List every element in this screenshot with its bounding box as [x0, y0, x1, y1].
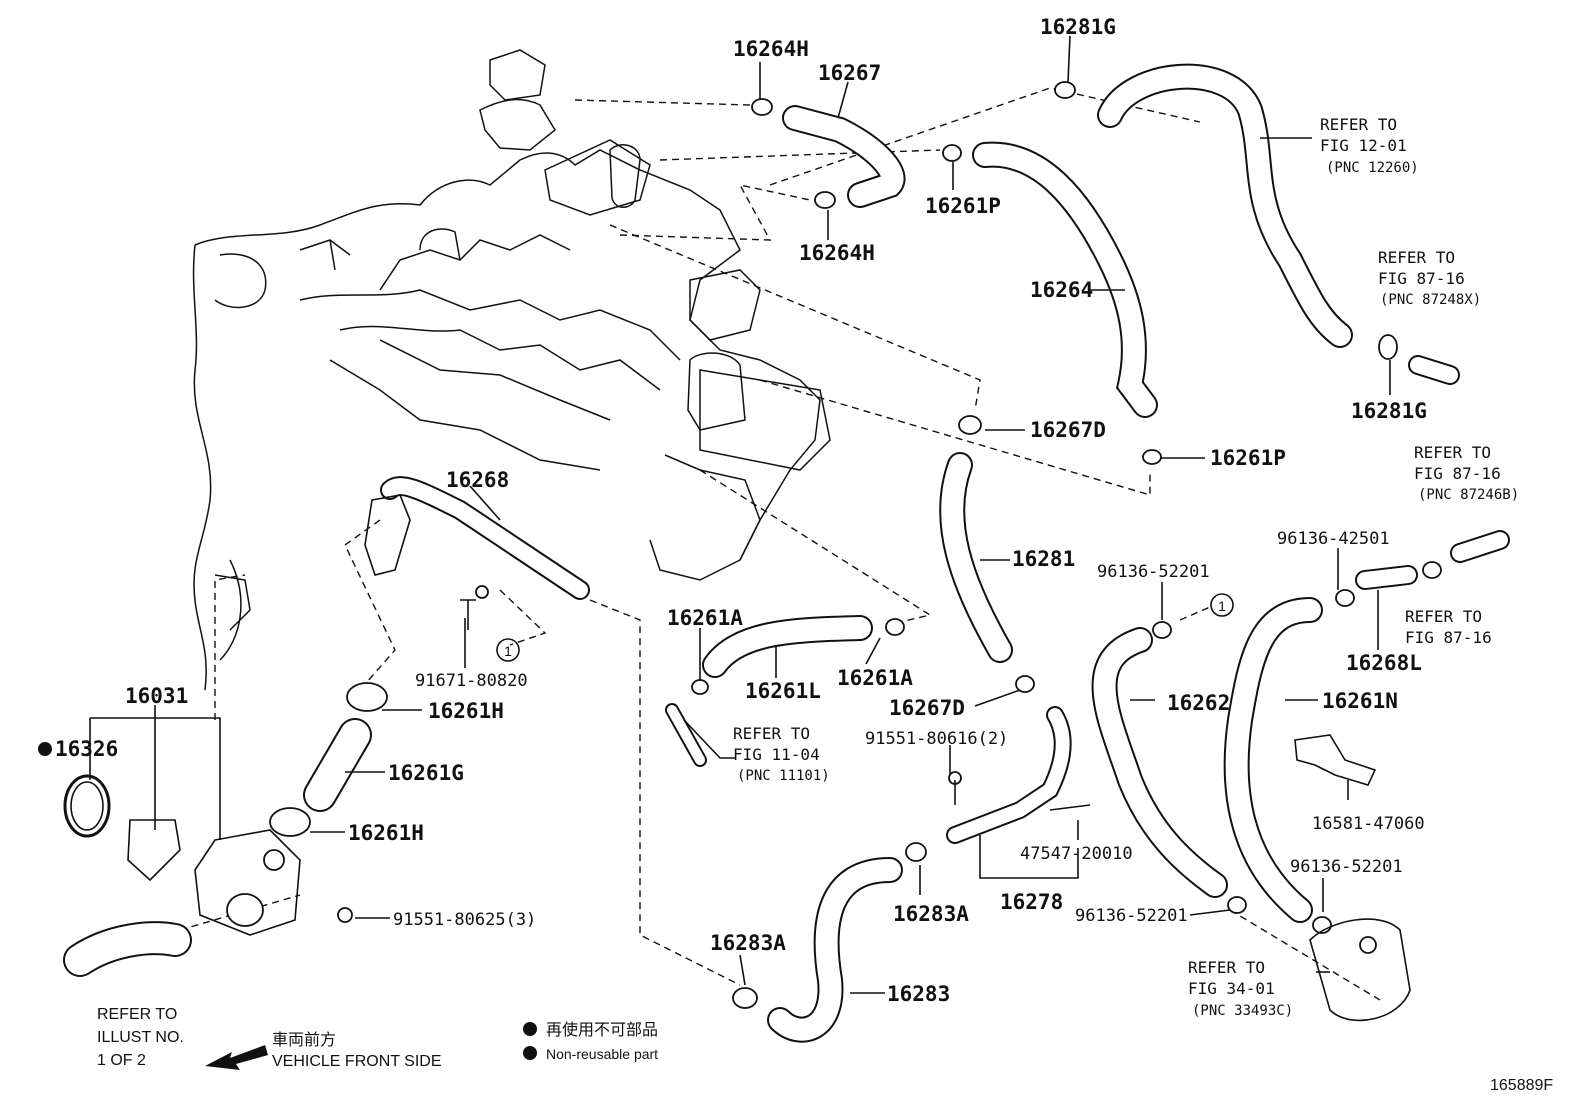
ref2-line3: (PNC 87248X): [1380, 292, 1481, 308]
label-16261H-bot: 16261H: [348, 821, 424, 845]
label-96136-42501: 96136-42501: [1277, 529, 1390, 549]
hose-12260: [1097, 63, 1353, 348]
label-16267D-bot: 16267D: [889, 696, 965, 720]
ref1-line2: FIG 12-01: [1320, 136, 1407, 155]
hose-16264: [972, 141, 1158, 418]
ref5-line1: REFER TO: [733, 724, 810, 743]
non-reusable-dot-icon: [38, 742, 52, 756]
ref1-line1: REFER TO: [1320, 115, 1397, 134]
hose-16261L: [702, 615, 873, 678]
engine-block-outline: [192, 49, 831, 691]
label-16261G: 16261G: [388, 761, 464, 785]
label-16264: 16264: [1030, 278, 1093, 302]
legend-jp: 再使用不可部品: [546, 1021, 658, 1039]
arrow-left-icon: [205, 1045, 268, 1070]
diagram-id: 165889F: [1490, 1077, 1553, 1094]
label-16281G-top: 16281G: [1040, 15, 1116, 39]
circle-marker-text-2: 1: [1218, 598, 1226, 614]
label-16268: 16268: [446, 468, 509, 492]
ref5-line2: FIG 11-04: [733, 745, 820, 764]
label-16278: 16278: [1000, 890, 1063, 914]
label-16264H-bot: 16264H: [799, 241, 875, 265]
ref4-line1: REFER TO: [1405, 607, 1482, 626]
hose-16261N: [1223, 597, 1323, 923]
hose-16281: [939, 452, 1013, 663]
label-47547-20010: 47547-20010: [1020, 844, 1133, 864]
label-96136-52201-c: 96136-52201: [1075, 906, 1188, 926]
label-16268L: 16268L: [1346, 651, 1422, 675]
ref6-line3: (PNC 33493C): [1192, 1003, 1293, 1019]
hose-16267: [782, 105, 906, 208]
pipe-16268: [364, 476, 590, 600]
legend-dot-icon-1: [523, 1022, 537, 1036]
solid-leader-lines: [89, 35, 1391, 994]
label-16267D-top: 16267D: [1030, 418, 1106, 442]
label-96136-52201-a: 96136-52201: [1097, 562, 1210, 582]
legend-en: Non-reusable part: [546, 1046, 658, 1062]
ref6-line1: REFER TO: [1188, 958, 1265, 977]
ref3-line2: FIG 87-16: [1414, 464, 1501, 483]
ref7-line1: REFER TO: [97, 1006, 177, 1023]
refer-notes: REFER TO FIG 12-01 (PNC 12260) REFER TO …: [733, 115, 1519, 1019]
label-16267: 16267: [818, 61, 881, 85]
label-16031: 16031: [125, 684, 188, 708]
oil-cooler: [1309, 918, 1411, 1022]
label-16261N: 16261N: [1322, 689, 1398, 713]
ref6-line2: FIG 34-01: [1188, 979, 1275, 998]
label-16261P-top: 16261P: [925, 194, 1001, 218]
part-labels: 16264H 16267 16281G 16261P 16264H 16264 …: [55, 15, 1427, 1006]
circle-marker: 1 1: [496, 593, 1234, 662]
label-16261H-top: 16261H: [428, 699, 504, 723]
direction-jp: 車両前方: [272, 1031, 336, 1049]
ref3-line3: (PNC 87246B): [1418, 487, 1519, 503]
hose-16262: [1091, 627, 1228, 898]
ref1-line3: (PNC 12260): [1326, 160, 1419, 176]
label-91551-80616: 91551-80616(2): [865, 729, 1008, 749]
bolts: [460, 599, 1091, 811]
label-16261P-right: 16261P: [1210, 446, 1286, 470]
label-16281: 16281: [1012, 547, 1075, 571]
hose-right-stub: [63, 355, 1510, 977]
ref5-line3: (PNC 11101): [737, 768, 830, 784]
pipe-16278: [946, 706, 1072, 844]
ref2-line1: REFER TO: [1378, 248, 1455, 267]
circle-marker-text-1: 1: [504, 643, 512, 659]
label-16281G-right: 16281G: [1351, 399, 1427, 423]
ref2-line2: FIG 87-16: [1378, 269, 1465, 288]
label-16283A-mid: 16283A: [893, 902, 969, 926]
refer-illust-note: REFER TO ILLUST NO. 1 OF 2: [97, 1006, 184, 1069]
label-91551-80625: 91551-80625(3): [393, 910, 536, 930]
hose-16283: [767, 857, 903, 1043]
bracket-16581: [1294, 734, 1377, 786]
ref7-line2: ILLUST NO.: [97, 1029, 184, 1046]
vehicle-front-arrow: 車両前方 VEHICLE FRONT SIDE: [205, 1031, 442, 1070]
thermostat-assembly: [63, 774, 301, 936]
legend-dot-icon-2: [523, 1046, 537, 1060]
label-16581-47060: 16581-47060: [1312, 814, 1425, 834]
legend: 再使用不可部品 Non-reusable part: [523, 1021, 658, 1062]
ref3-line1: REFER TO: [1414, 443, 1491, 462]
label-91671-80820: 91671-80820: [415, 671, 528, 691]
direction-en: VEHICLE FRONT SIDE: [272, 1053, 442, 1070]
label-16261A-left: 16261A: [667, 606, 743, 630]
part-number-labels-small: 96136-52201 96136-42501 91671-80820 9155…: [393, 529, 1425, 930]
label-96136-52201-b: 96136-52201: [1290, 857, 1403, 877]
label-16261L: 16261L: [745, 679, 821, 703]
ref4-line2: FIG 87-16: [1405, 628, 1492, 647]
label-16262: 16262: [1167, 691, 1230, 715]
label-16283: 16283: [887, 982, 950, 1006]
label-16326: 16326: [55, 737, 118, 761]
label-16283A-left: 16283A: [710, 931, 786, 955]
hose-16261G: [303, 718, 372, 812]
ref7-line3: 1 OF 2: [97, 1052, 146, 1069]
label-16264H-top: 16264H: [733, 37, 809, 61]
label-16261A-right: 16261A: [837, 666, 913, 690]
clamps: [269, 81, 1442, 1009]
